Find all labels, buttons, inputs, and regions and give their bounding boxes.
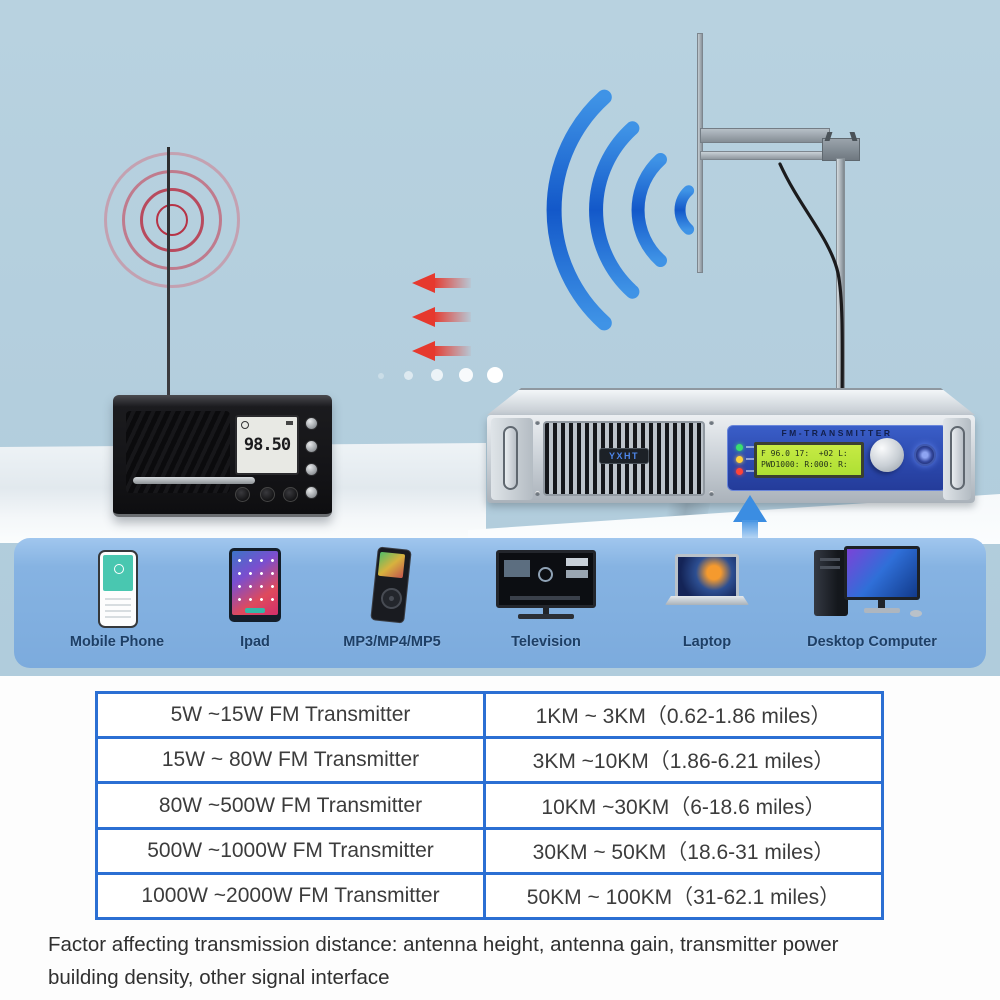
rack-handle-icon bbox=[950, 426, 965, 490]
radio-button bbox=[305, 486, 318, 499]
up-arrow-icon bbox=[733, 495, 767, 522]
status-led-icon bbox=[736, 456, 754, 463]
rack-ear-right bbox=[943, 418, 971, 500]
power-led-icon bbox=[736, 444, 754, 451]
fm-radio: 98.50 bbox=[113, 395, 332, 517]
distance-cell: 50KM ~ 100KM（31-62.1 miles） bbox=[526, 885, 841, 909]
trail-dot bbox=[459, 368, 473, 382]
lcd-display: F 96.0 17: +02 L: PWD1000: R:000: R: bbox=[754, 442, 864, 478]
rf-connector-icon bbox=[914, 444, 936, 466]
trail-dot bbox=[404, 371, 413, 380]
power-cell: 80W ~500W FM Transmitter bbox=[98, 784, 486, 827]
radio-knob bbox=[260, 487, 275, 502]
device-mobile-phone: Mobile Phone bbox=[37, 540, 197, 666]
distance-table: 5W ~15W FM Transmitter 1KM ~ 3KM（0.62-1.… bbox=[95, 691, 884, 920]
device-mp3-player: MP3/MP4/MP5 bbox=[312, 540, 472, 666]
radio-button bbox=[305, 463, 318, 476]
device-label: Laptop bbox=[682, 634, 732, 650]
power-cell: 15W ~ 80W FM Transmitter bbox=[98, 739, 486, 782]
radio-frequency: 98.50 bbox=[243, 435, 291, 455]
mp3-player-icon bbox=[312, 540, 472, 630]
device-desktop-computer: Desktop Computer bbox=[792, 540, 952, 666]
power-cell: 500W ~1000W FM Transmitter bbox=[98, 829, 486, 872]
rack-handle-icon bbox=[503, 426, 518, 490]
footer-note: Factor affecting transmission distance: … bbox=[48, 928, 978, 994]
trail-dot bbox=[431, 369, 443, 381]
laptop-icon bbox=[627, 540, 787, 630]
radio-button bbox=[305, 440, 318, 453]
radio-button bbox=[305, 417, 318, 430]
lcd-line1: F 96.0 17: +02 L: bbox=[761, 449, 848, 458]
fm-transmitter-unit: YXHT FM-TRANSMITTER F 96.0 17: +02 L: PW… bbox=[487, 388, 975, 510]
device-label: Desktop Computer bbox=[807, 634, 937, 650]
alarm-led-icon bbox=[736, 468, 754, 475]
table-row: 5W ~15W FM Transmitter 1KM ~ 3KM（0.62-1.… bbox=[98, 694, 881, 737]
radio-wave-ring bbox=[104, 152, 240, 288]
footer-line1: Factor affecting transmission distance: … bbox=[48, 933, 839, 956]
footer-line2: building density, other signal interface bbox=[48, 966, 390, 989]
distance-cell: 3KM ~10KM（1.86-6.21 miles） bbox=[532, 750, 835, 774]
signal-arrow bbox=[412, 273, 471, 293]
antenna-signal-waves bbox=[546, 89, 695, 331]
device-label: Television bbox=[511, 634, 581, 650]
distance-cell: 30KM ~ 50KM（18.6-31 miles） bbox=[532, 840, 835, 864]
signal-arrow bbox=[412, 307, 471, 327]
trail-dot bbox=[487, 367, 503, 383]
screw-icon bbox=[709, 420, 714, 425]
device-label: Mobile Phone bbox=[69, 634, 165, 650]
radio-display: 98.50 bbox=[235, 415, 299, 475]
table-row: 500W ~1000W FM Transmitter 30KM ~ 50KM（1… bbox=[98, 826, 881, 872]
table-row: 15W ~ 80W FM Transmitter 3KM ~10KM（1.86-… bbox=[98, 736, 881, 782]
panel-title: FM-TRANSMITTER bbox=[781, 428, 893, 438]
power-cell: 5W ~15W FM Transmitter bbox=[98, 694, 486, 737]
device-laptop: Laptop bbox=[627, 540, 787, 666]
signal-arrows-left bbox=[412, 273, 471, 361]
television-icon bbox=[466, 540, 626, 630]
device-label: MP3/MP4/MP5 bbox=[343, 634, 441, 650]
antenna-cable bbox=[778, 162, 844, 434]
control-panel: FM-TRANSMITTER F 96.0 17: +02 L: PWD1000… bbox=[727, 425, 947, 491]
lcd-line2: PWD1000: R:000: R: bbox=[761, 460, 848, 469]
radio-antenna-rod bbox=[167, 147, 170, 399]
rack-ear-left bbox=[491, 418, 533, 500]
distance-cell: 10KM ~30KM（6-18.6 miles） bbox=[541, 795, 826, 819]
device-ipad: Ipad bbox=[175, 540, 335, 666]
signal-arrow bbox=[412, 341, 471, 361]
mobile-phone-icon bbox=[37, 540, 197, 630]
radio-knob bbox=[235, 487, 250, 502]
transmitter-front-panel: YXHT FM-TRANSMITTER F 96.0 17: +02 L: PW… bbox=[487, 415, 975, 503]
brand-badge: YXHT bbox=[599, 448, 649, 464]
screw-icon bbox=[709, 491, 714, 496]
screw-icon bbox=[535, 491, 540, 496]
device-label: Ipad bbox=[240, 634, 270, 650]
distance-cell: 1KM ~ 3KM（0.62-1.86 miles） bbox=[535, 705, 832, 729]
screw-icon bbox=[535, 420, 540, 425]
table-row: 1000W ~2000W FM Transmitter 50KM ~ 100KM… bbox=[98, 871, 881, 918]
transmitter-top-plate bbox=[487, 388, 975, 415]
radio-knob bbox=[283, 487, 298, 502]
power-cell: 1000W ~2000W FM Transmitter bbox=[98, 874, 486, 918]
radio-silver-slot bbox=[133, 477, 255, 484]
tuning-knob bbox=[870, 438, 904, 472]
device-television: Television bbox=[466, 540, 626, 666]
desktop-computer-icon bbox=[792, 540, 952, 630]
devices-bar: Mobile Phone Ipad MP3/MP4/MP5 Television bbox=[14, 538, 986, 668]
ipad-icon bbox=[175, 540, 335, 630]
trail-dot bbox=[378, 373, 384, 379]
table-row: 80W ~500W FM Transmitter 10KM ~30KM（6-18… bbox=[98, 781, 881, 827]
